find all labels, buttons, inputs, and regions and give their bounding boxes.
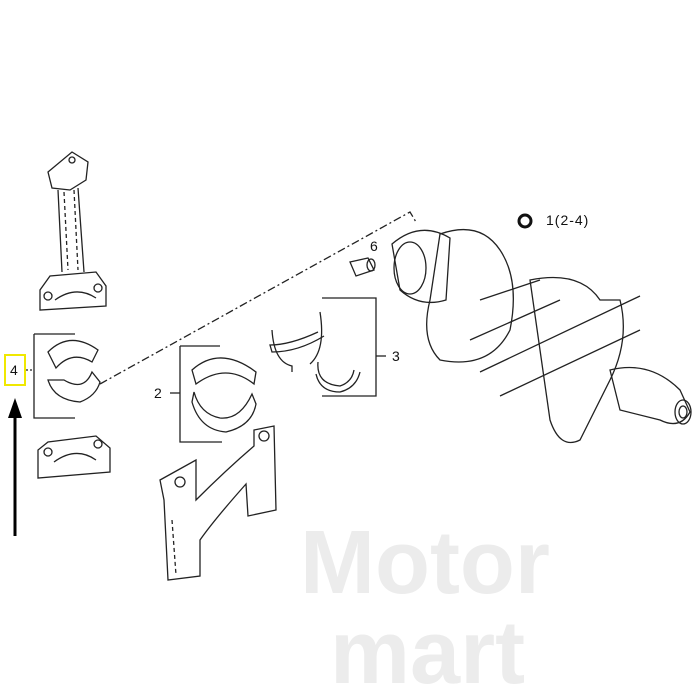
callout-2: 2 xyxy=(154,385,162,401)
callout-4: 4 xyxy=(10,362,18,378)
connecting-rod xyxy=(39,151,107,311)
rod-bearing-shell xyxy=(26,333,101,419)
crankshaft xyxy=(391,228,692,444)
main-bearing-shell xyxy=(170,345,257,443)
watermark-motor: Motor xyxy=(300,513,550,613)
watermark-mart: mart xyxy=(330,603,526,700)
legend-text: 1(2-4) xyxy=(546,212,590,228)
alignment-line xyxy=(99,211,417,385)
up-arrow-icon xyxy=(8,398,22,536)
thrust-washers xyxy=(269,297,386,397)
main-bearing-cap xyxy=(159,425,277,581)
callout-3: 3 xyxy=(392,348,400,364)
highlight-box xyxy=(4,354,26,386)
callout-6: 6 xyxy=(370,238,378,254)
dowel-pin xyxy=(349,257,376,277)
legend-circle-icon xyxy=(517,213,533,229)
connecting-rod-cap xyxy=(37,435,111,479)
